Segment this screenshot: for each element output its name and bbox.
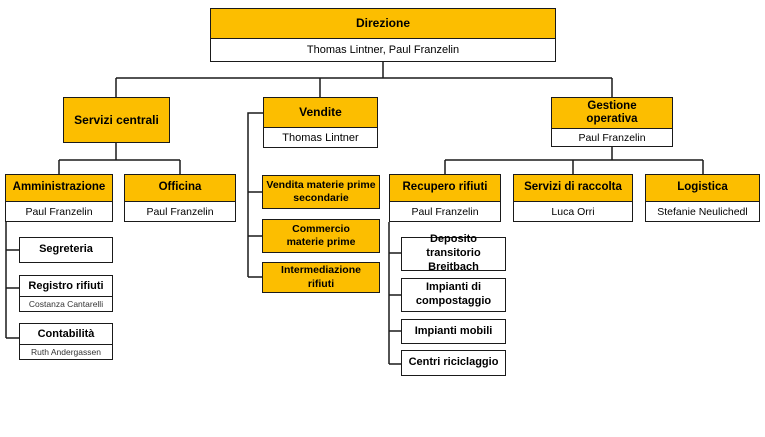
node-officina-person: Paul Franzelin <box>125 201 235 221</box>
node-direzione-person: Thomas Lintner, Paul Franzelin <box>211 38 555 61</box>
connector-gestione-operativa-children <box>444 147 704 174</box>
node-vendita-materie-prime-secondarie: Vendita materie prime secondarie <box>262 175 380 209</box>
node-segreteria: Segreteria <box>19 237 113 263</box>
node-registro-rifiuti-person: Costanza Cantarelli <box>20 296 112 311</box>
node-impianti-di-compostaggio: Impianti di compostaggio <box>401 278 506 312</box>
node-gestione-operativa: Gestione operativa Paul Franzelin <box>551 97 673 147</box>
node-vendite: Vendite Thomas Lintner <box>263 97 378 148</box>
node-logistica: Logistica Stefanie Neulichedl <box>645 174 760 222</box>
node-contabilita-person: Ruth Andergassen <box>20 344 112 359</box>
node-impianti-mobili: Impianti mobili <box>401 319 506 344</box>
node-amministrazione-title: Amministrazione <box>6 175 112 201</box>
node-amministrazione-person: Paul Franzelin <box>6 201 112 221</box>
node-contabilita-title: Contabilità <box>20 324 112 344</box>
node-registro-rifiuti-title: Registro rifiuti <box>20 276 112 296</box>
node-recupero-rifiuti: Recupero rifiuti Paul Franzelin <box>389 174 501 222</box>
node-centri-riciclaggio: Centri riciclaggio <box>401 350 506 376</box>
connector-recupero-rifiuti-children <box>388 222 401 365</box>
node-officina: Officina Paul Franzelin <box>124 174 236 222</box>
node-gestione-operativa-title: Gestione operativa <box>552 98 672 128</box>
node-logistica-person: Stefanie Neulichedl <box>646 201 759 221</box>
node-deposito-transitorio-breitbach: Deposito transitorio Breitbach <box>401 233 506 273</box>
node-officina-title: Officina <box>125 175 235 201</box>
node-recupero-rifiuti-title: Recupero rifiuti <box>390 175 500 201</box>
connector-servizi-centrali-children <box>58 143 181 174</box>
connector-top-level <box>115 62 613 97</box>
node-direzione: Direzione Thomas Lintner, Paul Franzelin <box>210 8 556 62</box>
node-servizi-di-raccolta-title: Servizi di raccolta <box>514 175 632 201</box>
node-logistica-title: Logistica <box>646 175 759 201</box>
node-servizi-di-raccolta-person: Luca Orri <box>514 201 632 221</box>
node-intermediazione-rifiuti: Intermediazione rifiuti <box>262 262 380 293</box>
node-contabilita: Contabilità Ruth Andergassen <box>19 323 113 360</box>
node-recupero-rifiuti-person: Paul Franzelin <box>390 201 500 221</box>
connector-vendite-children <box>247 112 263 278</box>
node-vendite-title: Vendite <box>264 98 377 127</box>
connector-amministrazione-children <box>5 222 19 339</box>
node-servizi-centrali: Servizi centrali <box>63 97 170 143</box>
node-registro-rifiuti: Registro rifiuti Costanza Cantarelli <box>19 275 113 312</box>
node-gestione-operativa-person: Paul Franzelin <box>552 128 672 146</box>
node-vendite-person: Thomas Lintner <box>264 127 377 147</box>
node-commercio-materie-prime: Commercio materie prime <box>262 219 380 253</box>
node-direzione-title: Direzione <box>211 9 555 38</box>
node-servizi-di-raccolta: Servizi di raccolta Luca Orri <box>513 174 633 222</box>
node-amministrazione: Amministrazione Paul Franzelin <box>5 174 113 222</box>
